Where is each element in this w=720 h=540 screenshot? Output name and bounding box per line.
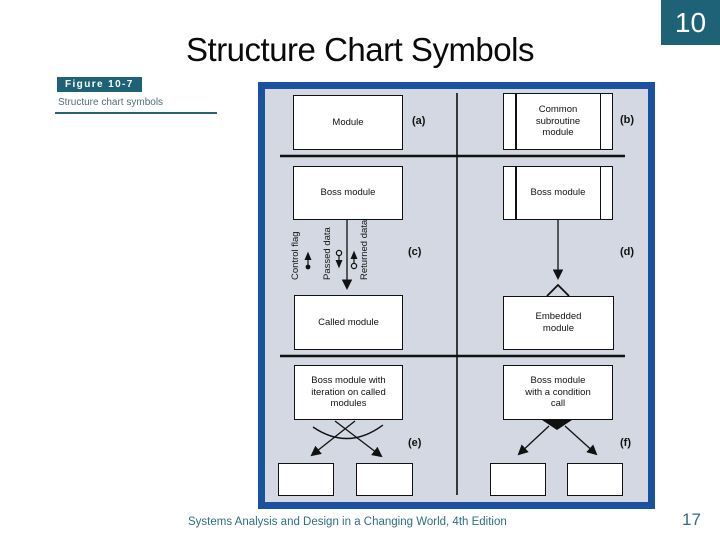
boss-module-box-d-label: Boss module — [530, 187, 586, 199]
iteration-arc — [312, 424, 384, 440]
figure-label-tab: Figure 10-7 — [57, 77, 142, 92]
boss-condition-box-f-label: Boss module with a condition call — [525, 374, 591, 410]
empty-module-box-e-right — [356, 463, 413, 496]
panel-label-b: (b) — [620, 114, 635, 126]
empty-module-box-f-right — [567, 463, 623, 496]
footer-page-number: 17 — [682, 510, 701, 529]
common-subroutine-box-b-label: Common subroutine module — [535, 103, 581, 139]
empty-module-box-e-left — [278, 463, 334, 496]
panel-label-d: (d) — [620, 246, 635, 258]
diagram-canvas: Module (a) Common subroutine module (b) … — [265, 89, 648, 502]
boss-iteration-box-e-label: Boss module with iteration on called mod… — [311, 374, 386, 410]
boss-module-box-d: Boss module — [503, 166, 613, 220]
panel-label-f: (f) — [620, 437, 631, 449]
footer-book-title: Systems Analysis and Design in a Changin… — [188, 516, 507, 528]
module-box-a: Module — [293, 95, 403, 150]
iteration-call-arrow-left — [310, 420, 356, 457]
condition-call-arrow-right — [564, 425, 598, 456]
module-box-a-label: Module — [332, 116, 364, 128]
control-flag-label: Control flag — [290, 231, 301, 280]
passed-data-label: Passed data — [322, 227, 333, 280]
chapter-number-badge: 10 — [661, 0, 720, 45]
condition-call-arrow-left — [517, 425, 550, 456]
boss-condition-box-f: Boss module with a condition call — [503, 365, 613, 420]
embedded-module-box-d: Embedded module — [503, 296, 614, 350]
common-subroutine-box-b: Common subroutine module — [503, 93, 613, 150]
passed-data-circle — [335, 249, 343, 257]
panel-label-c: (c) — [408, 246, 422, 258]
embedded-hat — [546, 283, 570, 297]
figure-caption-rule — [55, 112, 217, 114]
returned-data-circle — [350, 262, 358, 270]
panel-label-e: (e) — [408, 437, 422, 449]
returned-data-label: Returned data — [359, 219, 370, 280]
boss-iteration-box-e: Boss module with iteration on called mod… — [294, 365, 403, 420]
page-title: Structure Chart Symbols — [186, 31, 534, 68]
control-flag-dot — [305, 264, 311, 270]
figure-caption: Structure chart symbols — [58, 97, 164, 108]
panel-label-a: (a) — [412, 115, 426, 127]
empty-module-box-f-left — [490, 463, 546, 496]
boss-module-box-c-label: Boss module — [320, 187, 376, 199]
called-module-box-c: Called module — [294, 295, 403, 350]
figure-frame: Module (a) Common subroutine module (b) … — [258, 82, 655, 509]
boss-module-box-c: Boss module — [293, 166, 403, 220]
iteration-call-arrow-right — [334, 420, 383, 458]
embedded-module-box-d-label: Embedded module — [535, 311, 582, 334]
called-module-box-c-label: Called module — [318, 316, 379, 328]
